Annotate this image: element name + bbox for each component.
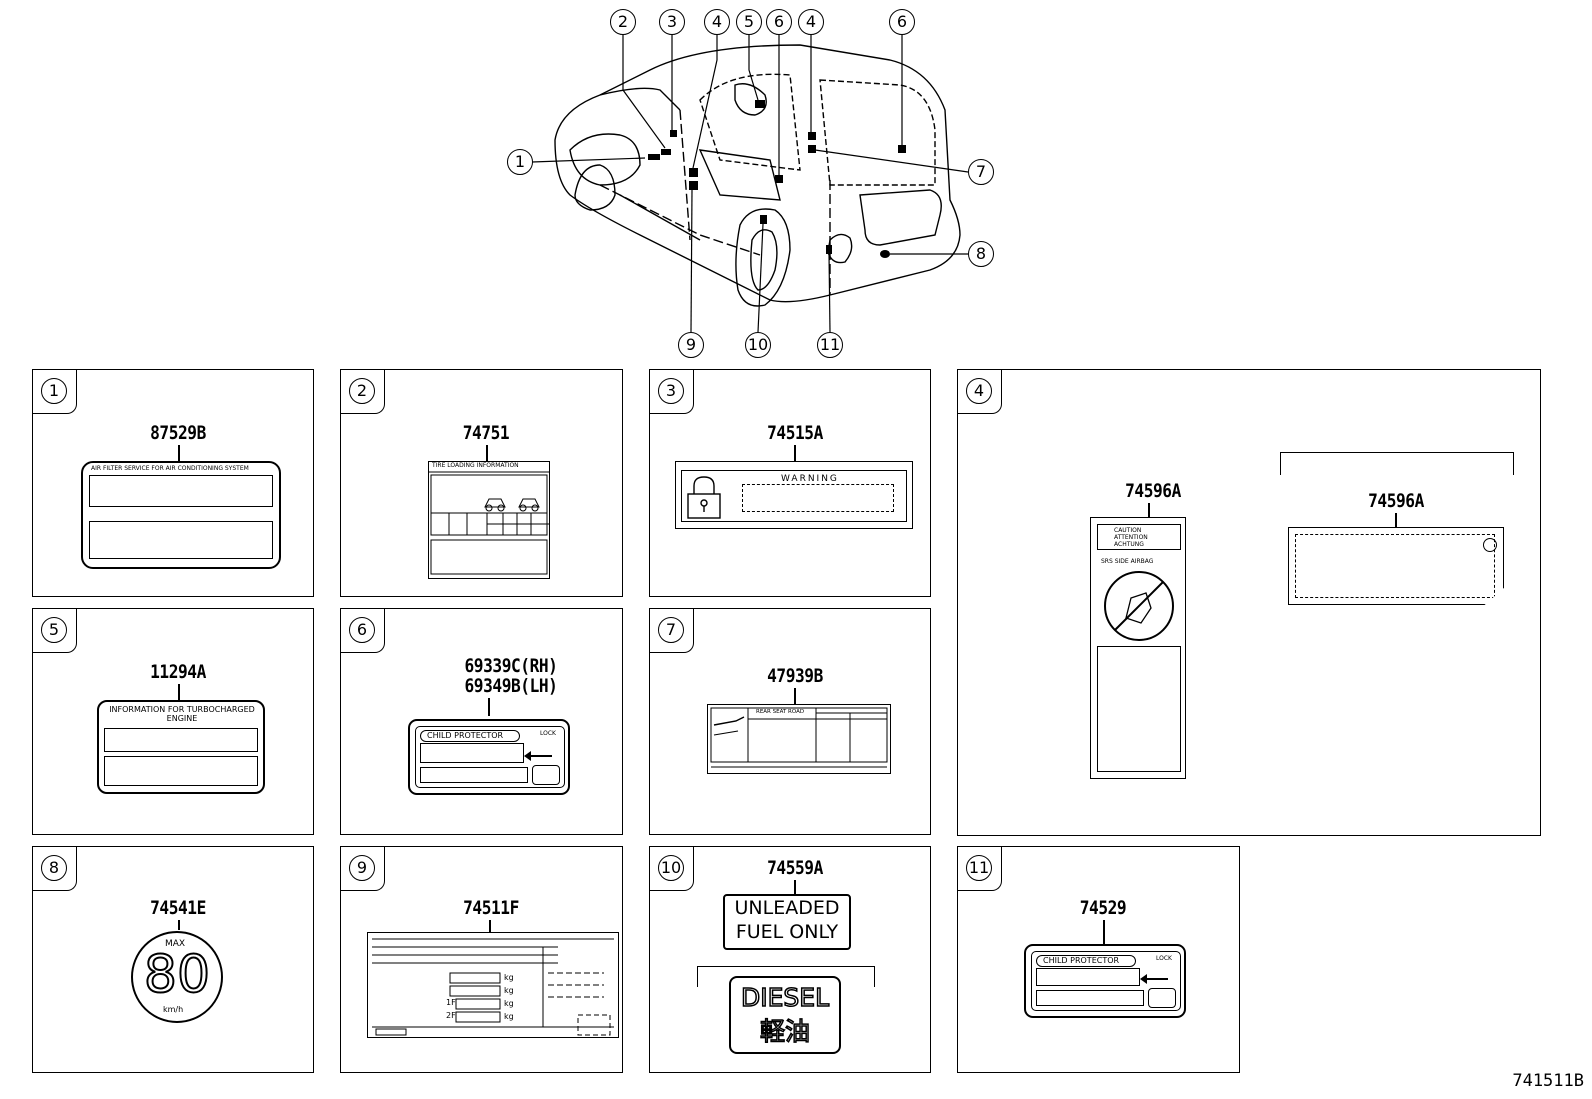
panel-number-tab: 4 <box>958 370 1002 414</box>
panel-number-tab: 11 <box>958 847 1002 891</box>
diesel-line2: 軽油 <box>759 1016 811 1047</box>
label-heading: TIRE LOADING INFORMATION <box>432 462 519 469</box>
callout-7: 7 <box>968 159 994 185</box>
label-drawing: INFORMATION FOR TURBOCHARGED ENGINE <box>97 700 265 794</box>
panel-number-tab: 2 <box>341 370 385 414</box>
panel-number-tab: 5 <box>33 609 77 653</box>
label-drawing-vertical: CAUTION ATTENTION ACHTUNG SRS SIDE AIRBA… <box>1090 517 1186 779</box>
panel-10: 10 74559A UNLEADED FUEL ONLY DIESEL 軽油 <box>649 846 931 1073</box>
callout-5: 5 <box>736 9 762 35</box>
label-drawing: AIR FILTER SERVICE FOR AIR CONDITIONING … <box>81 461 281 569</box>
callout-11: 11 <box>817 332 843 358</box>
panel-number-tab: 10 <box>650 847 694 891</box>
panel-number-tab: 8 <box>33 847 77 891</box>
max-text: MAX <box>165 939 186 949</box>
kg-unit-4: kg <box>504 1012 514 1021</box>
panel-3: 3 74515A WARNING <box>649 369 931 597</box>
callout-4b: 4 <box>798 9 824 35</box>
speed-sticker: MAX 80 km/h <box>131 931 223 1023</box>
diagram-id: 741511B <box>1512 1071 1584 1091</box>
callout-2: 2 <box>610 9 636 35</box>
part-number-b: 69349B(LH) <box>464 675 558 697</box>
row-2f: 2F <box>446 1011 456 1020</box>
label-drawing-horizontal <box>1288 527 1504 605</box>
airbag-text: SRS SIDE AIRBAG <box>1101 558 1154 565</box>
part-number: 74541E <box>150 897 206 919</box>
unleaded-sticker: UNLEADED FUEL ONLY <box>723 894 851 950</box>
part-number: 74751 <box>462 422 510 444</box>
padlock-icon <box>687 476 721 519</box>
row-1f: 1F <box>446 998 456 1007</box>
label-drawing: TIRE LOADING INFORMATION <box>428 461 550 579</box>
part-number: 87529B <box>150 422 206 444</box>
kg-unit-1: kg <box>504 973 514 982</box>
panel-number-tab: 6 <box>341 609 385 653</box>
part-number: 69339C(RH) <box>464 655 558 677</box>
panel-7: 7 47939B REAR SEAT ROAD <box>649 608 931 835</box>
label-drawing: CHILD PROTECTOR LOCK <box>1024 944 1186 1018</box>
child-protector-text: CHILD PROTECTOR <box>427 731 504 740</box>
label-heading: AIR FILTER SERVICE FOR AIR CONDITIONING … <box>91 465 249 472</box>
label-drawing: WARNING <box>675 461 913 529</box>
unit-text: km/h <box>163 1005 184 1014</box>
panel-5: 5 11294A INFORMATION FOR TURBOCHARGED EN… <box>32 608 314 835</box>
label-drawing: REAR SEAT ROAD <box>707 704 891 774</box>
panel-4: 4 74596A CAUTION ATTENTION ACHTUNG SRS S… <box>957 369 1541 836</box>
callout-9: 9 <box>678 332 704 358</box>
lock-text: LOCK <box>540 730 556 737</box>
part-number: 74515A <box>767 422 823 444</box>
kg-unit-3: kg <box>504 999 514 1008</box>
callout-1: 1 <box>507 149 533 175</box>
part-number: 74529 <box>1079 897 1127 919</box>
unleaded-line1: UNLEADED <box>734 897 840 919</box>
label-heading: REAR SEAT ROAD <box>756 709 805 715</box>
part-number: 47939B <box>767 665 823 687</box>
speed-value: 80 <box>143 944 211 1006</box>
label-drawing: CHILD PROTECTOR LOCK <box>408 719 570 795</box>
panel-1: 1 87529B AIR FILTER SERVICE FOR AIR COND… <box>32 369 314 597</box>
panel-8: 8 74541E MAX 80 km/h <box>32 846 314 1073</box>
vehicle-overview-drawing <box>531 35 969 333</box>
panel-11: 11 74529 CHILD PROTECTOR LOCK <box>957 846 1240 1073</box>
panel-6: 6 69339C(RH) 69349B(LH) CHILD PROTECTOR … <box>340 608 623 835</box>
callout-4: 4 <box>704 9 730 35</box>
callout-8: 8 <box>968 241 994 267</box>
no-child-seat-icon <box>1104 571 1174 641</box>
label-heading: INFORMATION FOR TURBOCHARGED ENGINE <box>109 705 255 723</box>
diesel-sticker: DIESEL 軽油 <box>729 976 841 1054</box>
part-number: 74511F <box>463 897 519 919</box>
panel-number-tab: 7 <box>650 609 694 653</box>
part-number: 74596A <box>1125 480 1181 502</box>
caution-text: CAUTION ATTENTION ACHTUNG <box>1114 527 1148 548</box>
panel-9: 9 74511F kg kg 1F <box>340 846 623 1073</box>
callout-6b: 6 <box>889 9 915 35</box>
unleaded-line2: FUEL ONLY <box>735 921 839 943</box>
callout-6: 6 <box>766 9 792 35</box>
part-number: 74559A <box>767 857 823 879</box>
kg-unit-2: kg <box>504 986 514 995</box>
callout-10: 10 <box>745 332 771 358</box>
part-number: 11294A <box>150 661 206 683</box>
panel-number-tab: 1 <box>33 370 77 414</box>
label-heading: WARNING <box>781 474 839 484</box>
panel-2: 2 74751 TIRE LOADING INFORMATION <box>340 369 623 597</box>
panel-number-tab: 9 <box>341 847 385 891</box>
panel-number-tab: 3 <box>650 370 694 414</box>
part-number-b: 74596A <box>1368 490 1424 512</box>
callout-3: 3 <box>659 9 685 35</box>
child-protector-text: CHILD PROTECTOR <box>1043 956 1120 965</box>
diesel-line1: DIESEL <box>740 982 830 1013</box>
label-drawing: kg kg 1F kg 2F kg <box>367 932 619 1038</box>
lock-text: LOCK <box>1156 955 1172 962</box>
